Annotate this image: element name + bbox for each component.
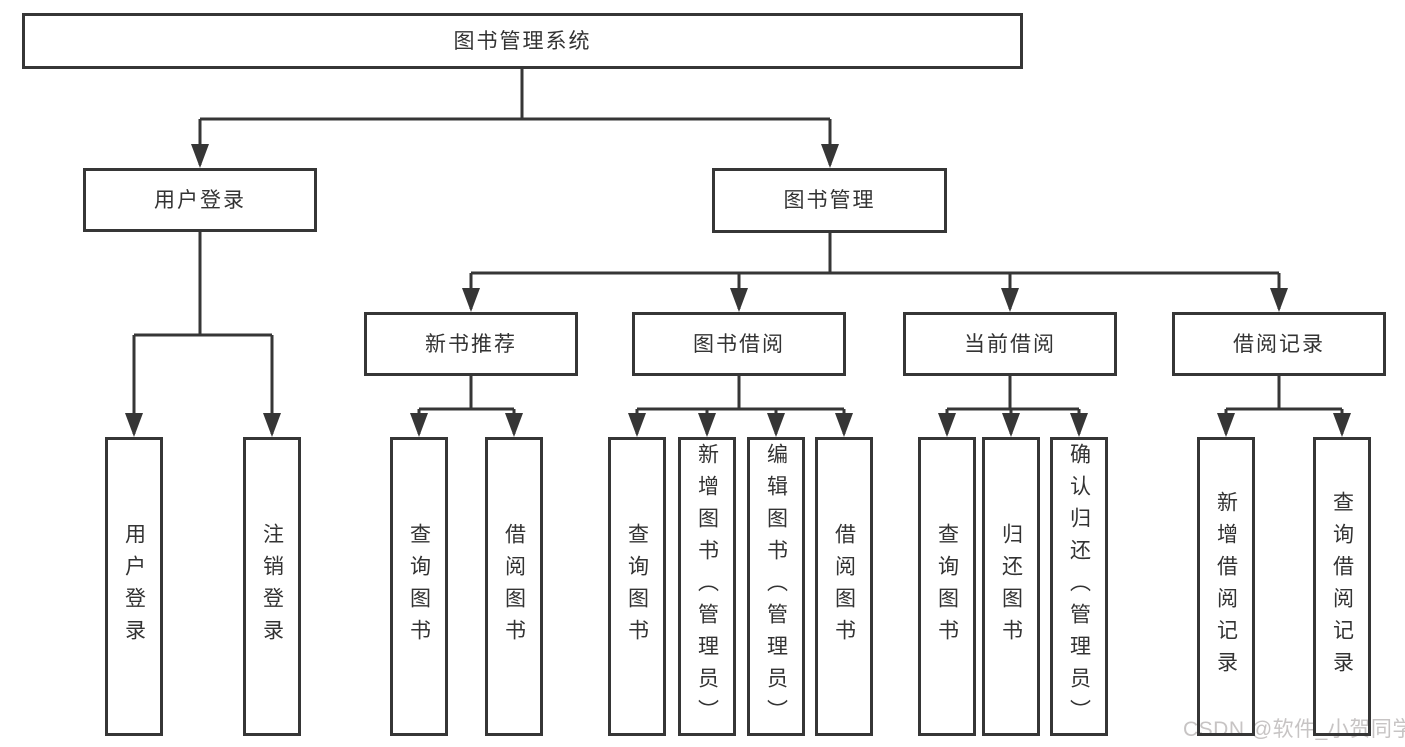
node-book-management-group: 图书管理 xyxy=(712,168,947,233)
node-leaf-cb-query-books: 查询图书 xyxy=(918,437,976,736)
node-leaf-br-query-record: 查询借阅记录 xyxy=(1313,437,1371,736)
node-root-system: 图书管理系统 xyxy=(22,13,1023,69)
node-leaf-user-login: 用户登录 xyxy=(105,437,163,736)
node-leaf-nb-query-books: 查询图书 xyxy=(390,437,448,736)
node-user-login-group: 用户登录 xyxy=(83,168,317,232)
node-current-borrowing: 当前借阅 xyxy=(903,312,1117,376)
node-new-book-recommendation: 新书推荐 xyxy=(364,312,578,376)
node-book-borrowing: 图书借阅 xyxy=(632,312,846,376)
node-leaf-bb-query-books: 查询图书 xyxy=(608,437,666,736)
node-borrowing-records: 借阅记录 xyxy=(1172,312,1386,376)
node-leaf-bb-borrow-books: 借阅图书 xyxy=(815,437,873,736)
node-leaf-logout: 注销登录 xyxy=(243,437,301,736)
node-leaf-bb-add-books-admin: 新增图书（管理员） xyxy=(678,437,736,736)
node-leaf-br-add-record: 新增借阅记录 xyxy=(1197,437,1255,736)
node-leaf-nb-borrow-books: 借阅图书 xyxy=(485,437,543,736)
node-leaf-cb-return-books: 归还图书 xyxy=(982,437,1040,736)
node-leaf-cb-confirm-return-admin: 确认归还（管理员） xyxy=(1050,437,1108,736)
node-leaf-bb-edit-books-admin: 编辑图书（管理员） xyxy=(747,437,805,736)
